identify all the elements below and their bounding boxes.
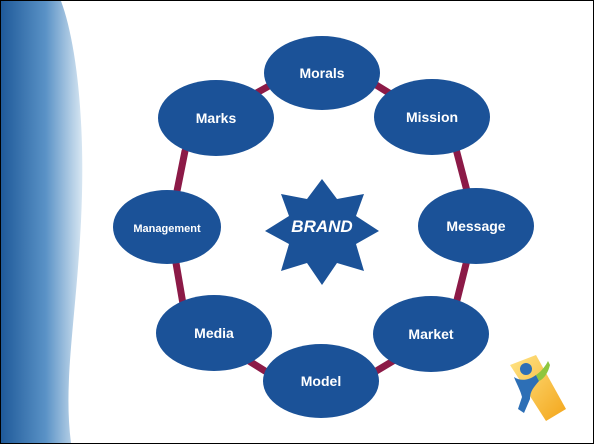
- node-message: Message: [418, 188, 534, 264]
- svg-text:Model: Model: [301, 373, 341, 389]
- svg-text:Media: Media: [194, 325, 234, 341]
- side-decoration-band: [1, 1, 83, 443]
- node-marks: Marks: [158, 80, 274, 156]
- svg-text:BRAND: BRAND: [291, 217, 352, 236]
- svg-text:Marks: Marks: [196, 110, 237, 126]
- svg-text:Message: Message: [446, 218, 505, 234]
- node-morals: Morals: [264, 36, 380, 110]
- svg-text:Market: Market: [408, 326, 453, 342]
- node-mission: Mission: [374, 79, 490, 155]
- node-market: Market: [373, 296, 489, 372]
- star-figure-logo-icon: [510, 355, 566, 421]
- node-media: Media: [156, 295, 272, 371]
- node-model: Model: [263, 344, 379, 418]
- connector-management-marks: [172, 147, 189, 200]
- svg-text:Morals: Morals: [299, 65, 344, 81]
- svg-text:Management: Management: [133, 223, 201, 235]
- connector-media-management: [172, 259, 187, 308]
- connector-model-media: [245, 357, 269, 375]
- center-brand-star: BRAND: [265, 179, 379, 285]
- svg-text:Mission: Mission: [406, 109, 458, 125]
- connector-message-market: [452, 256, 471, 308]
- node-management: Management: [113, 190, 221, 264]
- connector-mission-message: [452, 145, 471, 195]
